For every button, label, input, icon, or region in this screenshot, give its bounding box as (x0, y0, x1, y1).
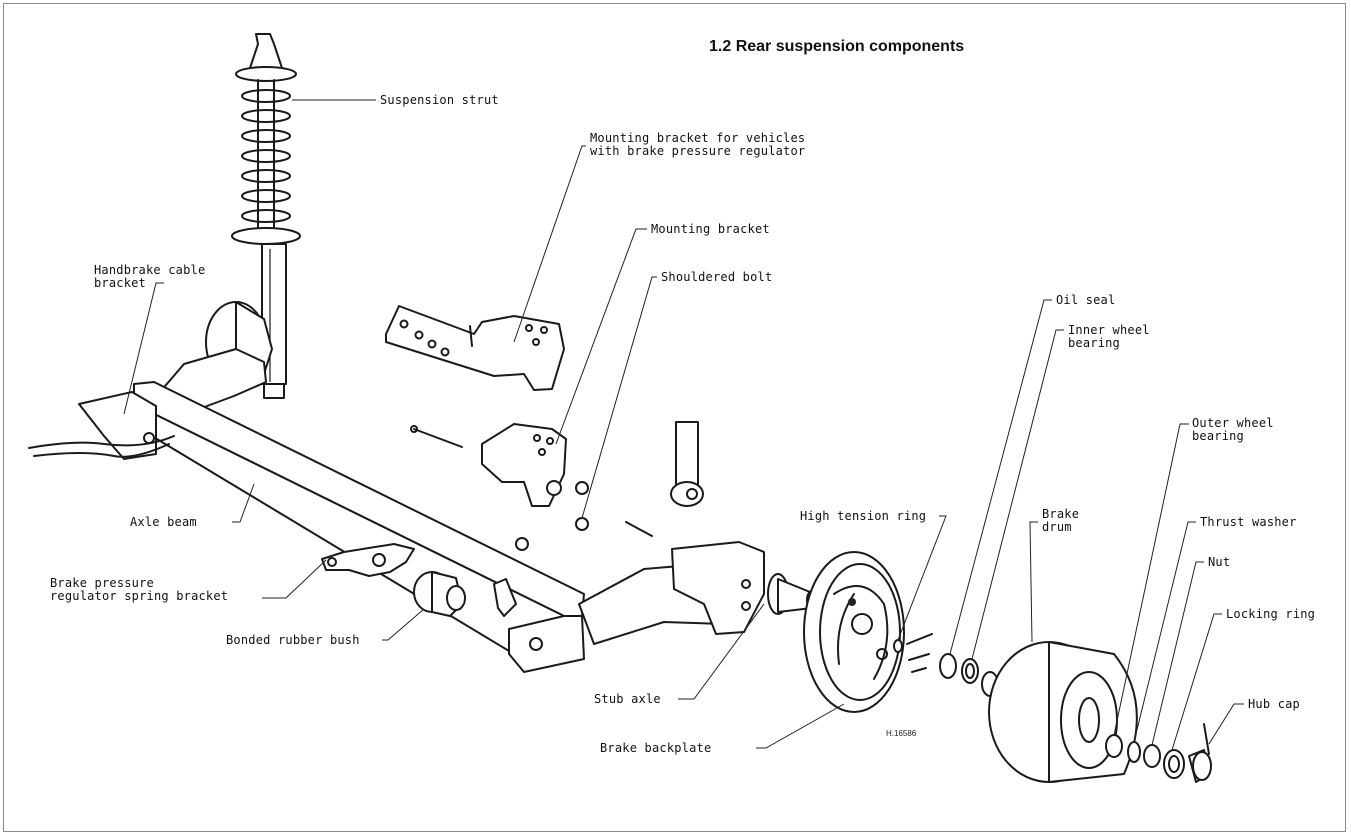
mounting-bracket-regulator-drawing (385, 305, 565, 391)
spring-bracket-drawing (321, 543, 415, 577)
label-brake-backplate: Brake backplate (600, 741, 712, 755)
label-suspension-strut: Suspension strut (380, 93, 499, 107)
brake-backplate-drawing (803, 551, 905, 713)
label-axle-beam: Axle beam (130, 515, 197, 529)
drawing-code: H.16586 (886, 729, 917, 738)
label-high-tension-ring: High tension ring (800, 509, 927, 523)
label-bonded-rubber-bush: Bonded rubber bush (226, 633, 360, 647)
label-thrust-washer: Thrust washer (1200, 515, 1297, 529)
label-mounting-bracket: Mounting bracket (651, 222, 770, 236)
label-stub-axle: Stub axle (594, 692, 661, 706)
label-inner-wheel-bearing: Inner wheel bearing (1068, 323, 1150, 350)
bearing-set-drawing (939, 653, 999, 697)
bonded-rubber-bush-drawing (413, 571, 466, 617)
label-brake-pressure-regulator-spring-bracket: Brake pressure regulator spring bracket (50, 576, 229, 603)
label-hub-cap: Hub cap (1248, 697, 1300, 711)
label-handbrake-cable-bracket: Handbrake cable bracket (94, 263, 206, 290)
label-locking-ring: Locking ring (1226, 607, 1316, 621)
leader-lines (123, 99, 1244, 751)
mounting-bracket-drawing (410, 423, 653, 551)
suspension-strut-drawing (205, 33, 301, 399)
label-mounting-bracket-regulator: Mounting bracket for vehicles with brake… (590, 131, 806, 158)
label-outer-wheel-bearing: Outer wheel bearing (1192, 416, 1274, 443)
shock-absorber-drawing (670, 421, 704, 507)
label-nut: Nut (1208, 555, 1231, 569)
axle-beam-drawing (28, 348, 765, 673)
label-brake-drum: Brake drum (1042, 507, 1080, 534)
label-oil-seal: Oil seal (1056, 293, 1116, 307)
diagram-frame: 1.2 Rear suspension components Suspensio… (3, 3, 1346, 832)
hub-parts-drawing (1105, 723, 1212, 783)
clip-drawing (493, 578, 517, 617)
brake-drum-drawing (988, 641, 1138, 783)
exploded-view-drawing (28, 33, 1244, 783)
diagram-title: 1.2 Rear suspension components (709, 38, 965, 55)
label-shouldered-bolt: Shouldered bolt (661, 270, 773, 284)
